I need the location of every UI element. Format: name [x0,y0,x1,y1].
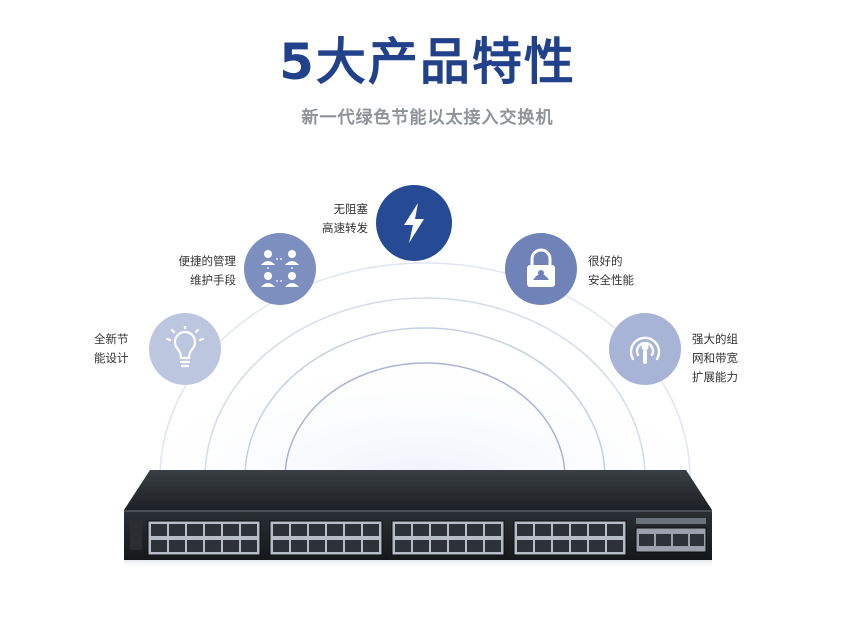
arc-2 [204,297,646,479]
feature-label-forwarding: 无阻塞 高速转发 [322,202,368,235]
arc-3 [244,327,606,479]
feature-label-energy: 全新节 能设计 [94,332,129,365]
lock-icon [505,233,577,305]
arc-inner [284,362,566,479]
network-switch-image [124,470,712,568]
feature-label-security: 很好的 安全性能 [588,254,634,287]
feature-label-bandwidth: 强大的组 网和带宽 扩展能力 [692,332,738,384]
people-network-icon [244,233,316,305]
page-subtitle: 新一代绿色节能以太接入交换机 [301,108,554,128]
signal-broadcast-icon [609,313,681,385]
lightbulb-icon [149,313,221,385]
feature-label-management: 便捷的管理 维护手段 [178,254,237,287]
page-title: 5大产品特性 [279,33,576,91]
lightning-icon [376,185,452,261]
